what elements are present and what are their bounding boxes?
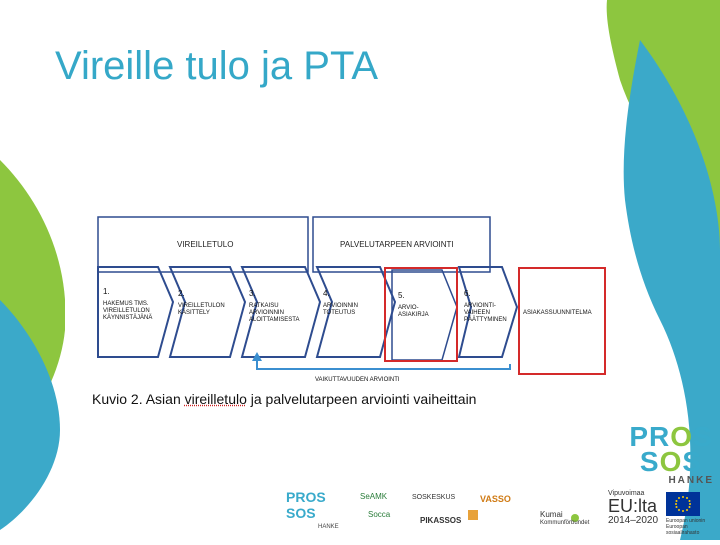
partner-soskeskus: SOSKESKUS — [412, 494, 455, 501]
step-text-3-line-1: RATKAISU — [249, 303, 279, 309]
step-text-2-line-2: KÄSITTELY — [178, 309, 210, 316]
step-text-6-line-3: PÄÄTTYMINEN — [464, 316, 507, 323]
small-logo-pros: PROS — [286, 489, 326, 505]
caption-underlined-word: vireilletulo — [185, 391, 247, 407]
step-number-6: 6. — [464, 289, 471, 298]
partner-pikassos: PIKASSOS — [420, 516, 461, 525]
step-text-1-line-2: VIREILLETULON — [103, 308, 150, 314]
step-text-5-line-2: ASIAKIRJA — [398, 312, 429, 318]
partner-vasso: VASSO — [480, 494, 511, 504]
logo-s1: S — [640, 446, 660, 477]
step-text-5-line-1: ARVIO- — [398, 305, 419, 311]
eu-funding-text: Vipuvoimaa EU:lta 2014–2020 — [608, 490, 658, 526]
prosos-logo: PROS SOS HANKE — [628, 424, 714, 485]
eu-label: EU:lta — [608, 497, 658, 515]
eu-flag-icon — [666, 492, 700, 516]
partner-socca: Socca — [368, 510, 390, 519]
step-text-4-line-2: TOTEUTUS — [323, 310, 355, 316]
header-label-palvelutarve: PALVELUTARPEEN ARVIOINTI — [340, 240, 454, 249]
partner-seamk: SeAMK — [360, 492, 387, 501]
partner-kuntaliitto: Kumai — [540, 510, 563, 519]
figure-caption: Kuvio 2. Asian vireilletulo ja palveluta… — [92, 391, 476, 407]
step-number-4: 4. — [323, 289, 330, 298]
step-number-3: 3. — [249, 289, 256, 298]
plan-label: ASIAKASSUUNNITELMA — [523, 310, 592, 316]
step-number-1: 1. — [103, 287, 110, 296]
header-label-vireilletulo: VIREILLETULO — [177, 240, 233, 249]
step-text-3-line-2: ARVIOINNIN — [249, 310, 284, 316]
step-text-1-line-3: KÄYNNISTÄJÄNÄ — [103, 314, 152, 321]
step-text-1-line-1: HAKEMUS TMS. — [103, 301, 149, 307]
eu-fund-caption: Euroopan unionin Euroopan sosiaalirahast… — [666, 518, 706, 536]
small-logo-hanke: HANKE — [318, 524, 339, 530]
feedback-label: VAIKUTTAVUUDEN ARVIOINTI — [315, 377, 400, 383]
caption-part-2: ja palvelutarpeen arviointi vaiheittain — [247, 391, 477, 407]
eu-stars-icon — [666, 492, 700, 516]
small-logo-sos: SOS — [286, 505, 316, 521]
step-text-3-line-3: ALOITTAMISESTA — [249, 317, 299, 323]
vasso-mark-icon — [468, 510, 478, 520]
slide-title: Vireille tulo ja PTA — [55, 44, 378, 89]
feedback-loop-arrow — [257, 358, 510, 369]
partner-kommunforbundet: Kommunförbundet — [540, 520, 589, 526]
step-number-2: 2. — [178, 289, 185, 298]
process-diagram: VIREILLETULO PALVELUTARPEEN ARVIOINTI 1.… — [95, 212, 615, 387]
caption-part-1: Kuvio 2. Asian — [92, 391, 185, 407]
logo-s2: S — [682, 446, 702, 477]
step-number-5: 5. — [398, 291, 405, 300]
eu-years: 2014–2020 — [608, 515, 658, 526]
plan-box-highlight — [519, 268, 605, 374]
step-text-2-line-1: VIREILLETULON — [178, 303, 225, 309]
step-text-6-line-2: VAIHEEN — [464, 310, 490, 316]
step-text-6-line-1: ARVIOINTI- — [464, 303, 496, 309]
step-text-4-line-1: ARVIOINNIN — [323, 303, 358, 309]
logo-o2: O — [660, 446, 683, 477]
